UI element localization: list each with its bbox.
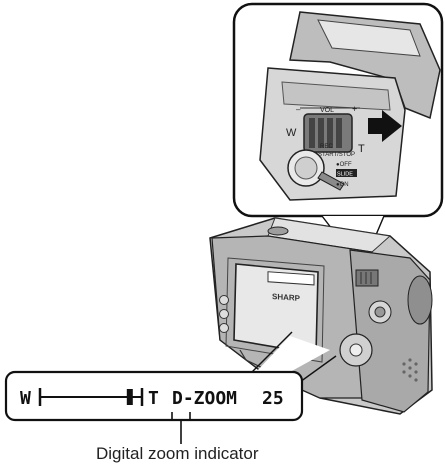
inset-rec-label: REC [320,144,333,150]
osd-display-box: W T D-ZOOM 25 [4,370,304,444]
caption: Digital zoom indicator [96,444,259,463]
zoom-level-marker [126,389,133,405]
inset-minus-label: – [296,105,301,114]
osd-zoom-value: 25 [262,388,284,409]
inset-w-label: W [286,127,297,139]
inset-slide-label: SLIDE [337,172,353,178]
inset-start-stop-label: START/STOP [318,152,355,158]
inset-plus-label: + [352,104,357,114]
speaker-grille [402,358,418,382]
zoom-lever-inset: W T VOL – + REC START/STOP ●OFF SLIDE ●O… [232,2,444,218]
lcd-callout-lines [251,331,337,383]
osd-t-label: T [148,388,159,409]
inset-on-label: ●ON [336,182,349,188]
inset-off-label: ●OFF [336,162,352,168]
brand-logo: SHARP [272,292,301,303]
inset-vol-label: VOL [320,107,334,114]
osd-w-label: W [20,388,31,409]
osd-dzoom-label: D-ZOOM [172,388,237,409]
camcorder: SHARP [209,217,433,415]
inset-t-label: T [358,143,365,155]
